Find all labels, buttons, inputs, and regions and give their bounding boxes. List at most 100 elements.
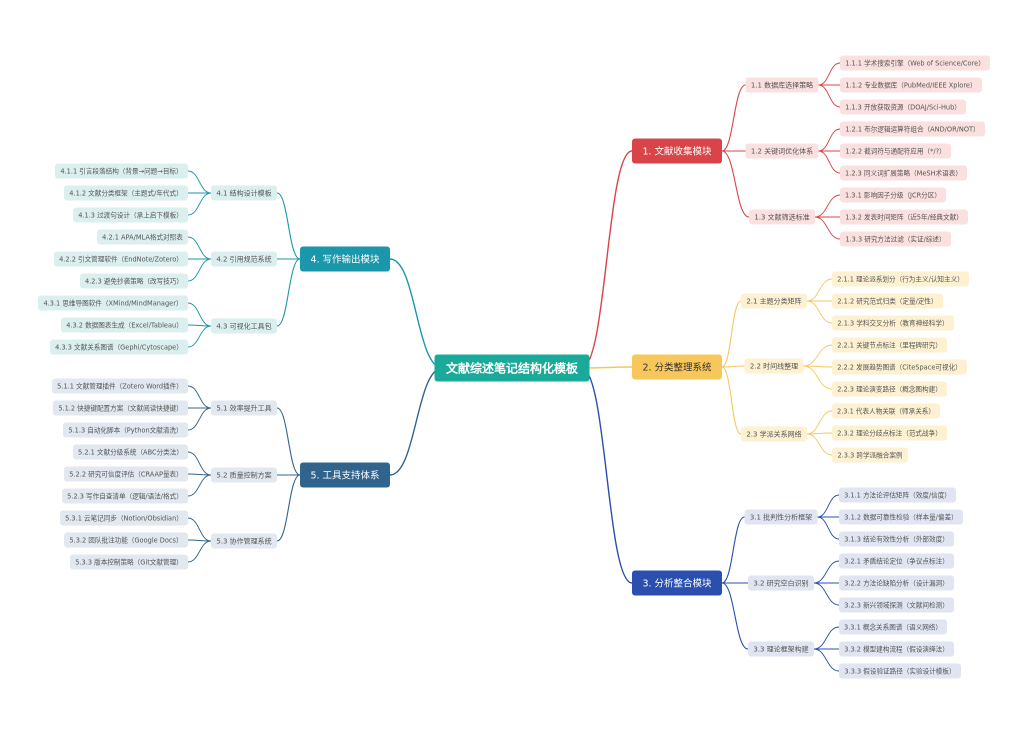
leaf-node-3-3-3[interactable]: 3.3.3 假设验证路径（实验设计模板） xyxy=(839,663,961,679)
leaf-node-4-2-2-box xyxy=(54,251,188,267)
leaf-node-2-3-1[interactable]: 2.3.1 代表人物关联（师承关系） xyxy=(832,403,940,419)
leaf-node-2-1-2[interactable]: 2.1.2 研究范式归类（定量/定性） xyxy=(832,293,943,309)
sub-node-3-3[interactable]: 3.3 理论框架构建 xyxy=(748,641,814,657)
sub-node-3-3-box xyxy=(748,641,814,657)
leaf-node-3-2-3[interactable]: 3.2.3 新兴领域探测（文献间检测） xyxy=(839,597,954,613)
leaf-node-3-2-2[interactable]: 3.2.2 方法论缺陷分析（设计漏洞） xyxy=(839,575,954,591)
leaf-node-4-2-2[interactable]: 4.2.2 引文管理软件（EndNote/Zotero） xyxy=(54,251,188,267)
sub-node-3-1-label: 3.1 批判性分析框架 xyxy=(750,513,812,522)
leaf-node-4-2-3[interactable]: 4.2.3 避免抄袭策略（改写技巧） xyxy=(80,273,188,289)
leaf-node-5-1-1-box xyxy=(52,378,188,394)
leaf-node-4-1-1[interactable]: 4.1.1 引言段落结构（背景→问题→目标） xyxy=(55,163,188,179)
leaf-node-1-1-1[interactable]: 1.1.1 学术搜索引擎（Web of Science/Core） xyxy=(840,55,990,71)
leaf-node-2-3-3-box xyxy=(832,447,908,463)
sub-node-4-2-box xyxy=(211,251,277,267)
leaf-node-2-2-2-box xyxy=(832,359,967,375)
leaf-node-4-2-1[interactable]: 4.2.1 APA/MLA格式对照表 xyxy=(97,229,188,245)
sub-node-2-1[interactable]: 2.1 主题分类矩阵 xyxy=(741,293,807,309)
sub-node-4-1[interactable]: 4.1 结构设计模板 xyxy=(211,185,277,201)
sub-node-2-2[interactable]: 2.2 时间线整理 xyxy=(744,358,804,374)
leaf-node-3-1-3[interactable]: 3.1.3 结论有效性分析（外部效度） xyxy=(839,531,954,547)
leaf-node-2-1-3-box xyxy=(832,315,954,331)
sub-node-4-2[interactable]: 4.2 引用规范系统 xyxy=(211,251,277,267)
sub-node-2-1-label: 2.1 主题分类矩阵 xyxy=(746,297,801,306)
connector-line xyxy=(803,344,833,367)
leaf-node-4-3-1[interactable]: 4.3.1 思维导图软件（XMind/MindManager） xyxy=(38,295,188,311)
leaf-node-2-1-3[interactable]: 2.1.3 学科交叉分析（教育神经科学） xyxy=(832,315,954,331)
branch-node-1[interactable]: 1. 文献收集模块 xyxy=(632,138,722,164)
leaf-node-3-1-1[interactable]: 3.1.1 方法论评估矩阵（效度/信度） xyxy=(839,487,956,503)
leaf-node-4-3-2[interactable]: 4.3.2 数据图表生成（Excel/Tableau） xyxy=(61,317,188,333)
leaf-node-3-2-1[interactable]: 3.2.1 矛盾结论定位（争议点标注） xyxy=(839,553,954,569)
connector-line xyxy=(813,560,840,584)
sub-node-4-3[interactable]: 4.3 可视化工具包 xyxy=(211,318,277,334)
branch-node-2[interactable]: 2. 分类整理系统 xyxy=(632,354,722,380)
sub-node-2-2-label: 2.2 时间线整理 xyxy=(750,362,798,371)
sub-node-3-1[interactable]: 3.1 批判性分析框架 xyxy=(744,509,818,525)
leaf-node-3-3-3-box xyxy=(839,663,961,679)
leaf-node-1-2-2[interactable]: 1.2.2 截词符与通配符应用（*/?） xyxy=(840,143,951,159)
leaf-node-4-1-2-label: 4.1.2 文献分类框架（主题式/年代式） xyxy=(69,188,182,197)
sub-node-1-2[interactable]: 1.2 关键词优化体系 xyxy=(745,143,819,159)
leaf-node-5-3-3-box xyxy=(70,554,188,570)
leaf-node-2-2-1[interactable]: 2.2.1 关键节点标注（里程碑研究） xyxy=(832,337,947,353)
sub-node-5-2[interactable]: 5.2 质量控制方案 xyxy=(211,467,277,483)
connector-line xyxy=(389,367,443,476)
branch-node-5-box xyxy=(300,462,390,488)
connector-line xyxy=(187,407,212,431)
leaf-node-4-1-3[interactable]: 4.1.3 过渡句设计（承上启下模板） xyxy=(73,207,188,223)
leaf-node-5-2-1[interactable]: 5.2.1 文献分级系统（ABC分类法） xyxy=(73,444,188,460)
leaf-node-2-2-2[interactable]: 2.2.2 发展趋势图谱（CiteSpace可视化） xyxy=(832,359,967,375)
sub-node-2-3-box xyxy=(741,426,807,442)
sub-node-3-1-box xyxy=(744,509,818,525)
branch-node-4[interactable]: 4. 写作输出模块 xyxy=(300,246,390,272)
leaf-node-2-3-3[interactable]: 2.3.3 跨学派融合案例 xyxy=(832,447,908,463)
sub-node-1-3[interactable]: 1.3 文献筛选标准 xyxy=(749,209,815,225)
leaf-node-1-1-2[interactable]: 1.1.2 专业数据库（PubMed/IEEE Xplore） xyxy=(840,77,982,93)
leaf-node-5-1-3-label: 5.1.3 自动化脚本（Python文献清洗） xyxy=(68,425,182,434)
connector-line xyxy=(187,451,212,476)
leaf-node-5-3-3[interactable]: 5.3.3 版本控制策略（Git文献管理） xyxy=(70,554,188,570)
leaf-node-1-1-3[interactable]: 1.1.3 开放获取资源（DOAJ/Sci-Hub） xyxy=(840,99,966,115)
leaf-node-1-3-1[interactable]: 1.3.1 影响因子分级（JCR分区） xyxy=(840,187,946,203)
sub-node-5-1[interactable]: 5.1 效率提升工具 xyxy=(211,400,277,416)
sub-node-5-2-box xyxy=(211,467,277,483)
root-node[interactable]: 文献综述笔记结构化模板 xyxy=(434,354,590,382)
sub-node-5-3[interactable]: 5.3 协作管理系统 xyxy=(211,533,277,549)
connector-line xyxy=(803,365,833,390)
leaf-node-1-2-1[interactable]: 1.2.1 布尔逻辑运算符组合（AND/OR/NOT） xyxy=(840,121,985,137)
leaf-node-4-2-3-box xyxy=(80,273,188,289)
leaf-node-1-3-2[interactable]: 1.3.2 发表时间矩阵（近5年/经典文献） xyxy=(840,209,968,225)
sub-node-2-3[interactable]: 2.3 学派关系网络 xyxy=(741,426,807,442)
leaf-node-2-3-2[interactable]: 2.3.2 理论分歧点标注（范式战争） xyxy=(832,425,947,441)
branch-node-5[interactable]: 5. 工具支持体系 xyxy=(300,462,390,488)
connector-line xyxy=(818,62,841,86)
leaf-node-1-2-3[interactable]: 1.2.3 同义词扩展策略（MeSH术语表） xyxy=(840,165,967,181)
leaf-node-2-1-1-label: 2.1.1 理论派系划分（行为主义/认知主义） xyxy=(837,274,964,283)
leaf-node-3-3-2[interactable]: 3.3.2 模型建构流程（假设演绎法） xyxy=(839,641,954,657)
leaf-node-5-3-2[interactable]: 5.3.2 团队批注功能（Google Docs） xyxy=(64,532,188,548)
leaf-node-2-2-3-box xyxy=(832,381,947,397)
leaf-node-2-2-3[interactable]: 2.2.3 理论演变路径（概念图构建） xyxy=(832,381,947,397)
leaf-node-5-1-3[interactable]: 5.1.3 自动化脚本（Python文献清洗） xyxy=(63,422,188,438)
leaf-node-5-2-3[interactable]: 5.2.3 写作自查清单（逻辑/语法/格式） xyxy=(62,488,188,504)
sub-node-3-2[interactable]: 3.2 研究空白识别 xyxy=(748,575,814,591)
branch-node-3[interactable]: 3. 分析整合模块 xyxy=(632,570,722,596)
leaf-node-3-2-3-box xyxy=(839,597,954,613)
leaf-node-5-1-2-box xyxy=(53,400,188,416)
leaf-node-3-1-2[interactable]: 3.1.2 数据可靠性检验（样本量/偏差） xyxy=(839,509,963,525)
leaf-node-4-1-2[interactable]: 4.1.2 文献分类框架（主题式/年代式） xyxy=(64,185,188,201)
sub-node-1-1[interactable]: 1.1 数据库选择策略 xyxy=(745,77,819,93)
leaf-node-2-1-1[interactable]: 2.1.1 理论派系划分（行为主义/认知主义） xyxy=(832,271,969,287)
leaf-node-1-3-3[interactable]: 1.3.3 研究方法过滤（实证/综述） xyxy=(840,231,951,247)
leaf-node-5-1-1[interactable]: 5.1.1 文献管理插件（Zotero Word插件） xyxy=(52,378,188,394)
leaf-node-5-2-2[interactable]: 5.2.2 研究可信度评估（CRAAP量表） xyxy=(64,466,188,482)
leaf-node-5-1-2[interactable]: 5.1.2 快捷键配置方案（文献阅读快捷键） xyxy=(53,400,188,416)
leaf-node-2-3-1-box xyxy=(832,403,940,419)
sub-node-3-2-label: 3.2 研究空白识别 xyxy=(753,579,808,588)
leaf-node-4-3-3[interactable]: 4.3.3 文献关系图谱（Gephi/Cytoscape） xyxy=(50,339,188,355)
leaf-node-3-3-1[interactable]: 3.3.1 概念关系图谱（语义网络） xyxy=(839,619,947,635)
leaf-node-4-3-2-label: 4.3.2 数据图表生成（Excel/Tableau） xyxy=(66,320,183,329)
leaf-node-5-3-1[interactable]: 5.3.1 云笔记同步（Notion/Obsidian） xyxy=(60,510,188,526)
leaf-node-4-2-2-label: 4.2.2 引文管理软件（EndNote/Zotero） xyxy=(59,254,183,263)
